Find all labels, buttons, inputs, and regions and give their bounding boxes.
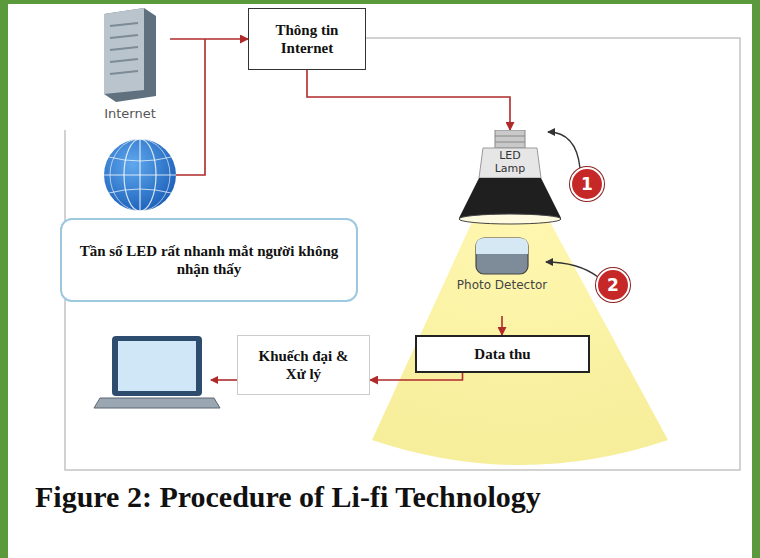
- node-text: LED Lamp: [485, 149, 535, 175]
- process-box: Khuếch đại & Xử lý: [237, 335, 370, 395]
- callout-pointer: [548, 132, 580, 168]
- photo-detector: Photo Detector: [452, 236, 552, 316]
- info-box: Thông tin Internet: [248, 8, 366, 70]
- callout-pointer: [546, 262, 598, 277]
- node-text: Photo Detector: [452, 278, 552, 292]
- server-icon: Internet: [90, 4, 170, 128]
- connector-arrow: [501, 316, 503, 335]
- led-lamp: LED Lamp: [455, 130, 565, 225]
- lamp-drawing: [455, 130, 565, 225]
- node-text: Data thu: [474, 345, 530, 363]
- node-text: Thông tin Internet: [255, 21, 359, 57]
- callout-circle: 1: [570, 167, 604, 201]
- laptop-icon: [94, 336, 220, 408]
- server-drawing: [90, 4, 170, 104]
- detector-drawing: [472, 236, 532, 276]
- figure-caption: Figure 2: Procedure of Li-fi Technology: [35, 480, 541, 514]
- slide-border: [0, 0, 8, 558]
- node-text: Internet: [90, 106, 170, 121]
- light-cone: [372, 222, 668, 465]
- callout-number: 1: [581, 174, 593, 194]
- globe-icon: [104, 139, 176, 211]
- globe-wire: [176, 39, 205, 175]
- connector-arrow: [307, 70, 510, 130]
- node-text: Tần số LED rất nhanh mắt người không nhậ…: [74, 242, 344, 278]
- connector-arrow: [170, 38, 248, 40]
- note-box: Tần số LED rất nhanh mắt người không nhậ…: [60, 218, 358, 302]
- connector-arrow: [370, 373, 463, 380]
- callout-number: 2: [607, 275, 619, 295]
- output-arrow: [211, 379, 237, 381]
- data-box: Data thu: [415, 335, 590, 373]
- slide-border: [752, 0, 760, 558]
- node-text: Khuếch đại & Xử lý: [254, 347, 354, 383]
- callout-circle: 2: [596, 268, 630, 302]
